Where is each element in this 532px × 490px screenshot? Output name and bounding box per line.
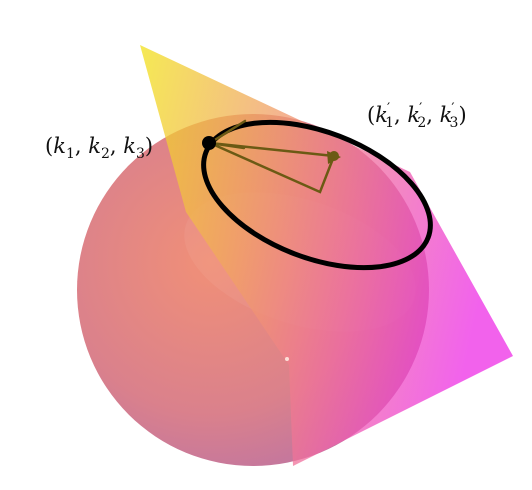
point-initial-marker [202, 136, 216, 150]
intersection-circle [201, 119, 433, 271]
label-final-point: (k′1, k′2, k′3) [367, 101, 467, 131]
intersecting-plane [140, 45, 513, 466]
momentum-vectors [208, 119, 336, 194]
sphere-highlight [285, 357, 289, 361]
vector-diagonal [208, 119, 247, 145]
vector-bend [208, 141, 336, 194]
point-final-marker [329, 151, 339, 161]
label-initial-point: (k1, k2, k3) [45, 134, 153, 162]
